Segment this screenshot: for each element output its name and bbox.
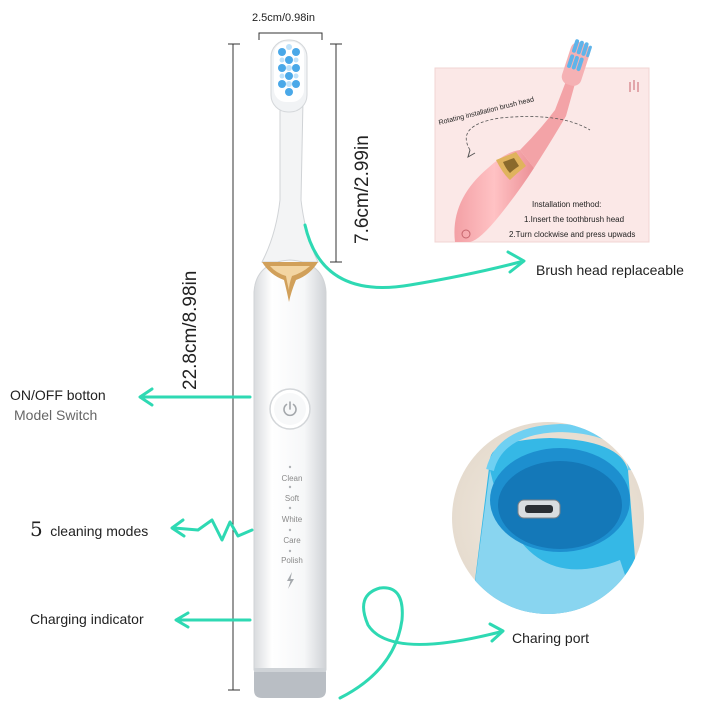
charging-bolt-icon	[287, 572, 294, 589]
mode-label-soft: Soft	[284, 494, 300, 503]
modes-text: cleaning modes	[50, 523, 149, 539]
installation-step-2: 2.Turn clockwise and press upwads	[509, 230, 636, 239]
installation-inset	[434, 39, 650, 243]
power-button-label: ON/OFF botton	[10, 387, 106, 403]
charging-indicator-label: Charging indicator	[30, 611, 144, 627]
head-height-dimension: 7.6cm/2.99in	[352, 135, 373, 244]
power-icon[interactable]	[280, 399, 300, 419]
total-height-dimension: 22.8cm/8.98in	[180, 270, 201, 390]
toothbrush	[253, 39, 327, 698]
modes-count: 5	[30, 517, 43, 541]
cleaning-modes-callout: 5 cleaning modes	[30, 517, 148, 541]
dimension-lines	[228, 32, 342, 691]
brush-head-label: Brush head replaceable	[536, 262, 684, 278]
installation-method-title: Installation method:	[532, 200, 602, 209]
callout-arrows	[138, 223, 526, 700]
installation-step-1: 1.Insert the toothbrush head	[524, 215, 625, 224]
mode-label-clean: Clean	[281, 474, 303, 483]
model-switch-label: Model Switch	[14, 407, 98, 423]
width-dimension: 2.5cm/0.98in	[252, 12, 315, 24]
mode-label-white: White	[281, 515, 303, 524]
mode-label-polish: Polish	[281, 556, 303, 565]
charging-port-label: Charing port	[512, 630, 590, 646]
bristles	[274, 42, 304, 102]
mode-label-care: Care	[283, 536, 301, 545]
charging-port-inset	[452, 422, 644, 614]
